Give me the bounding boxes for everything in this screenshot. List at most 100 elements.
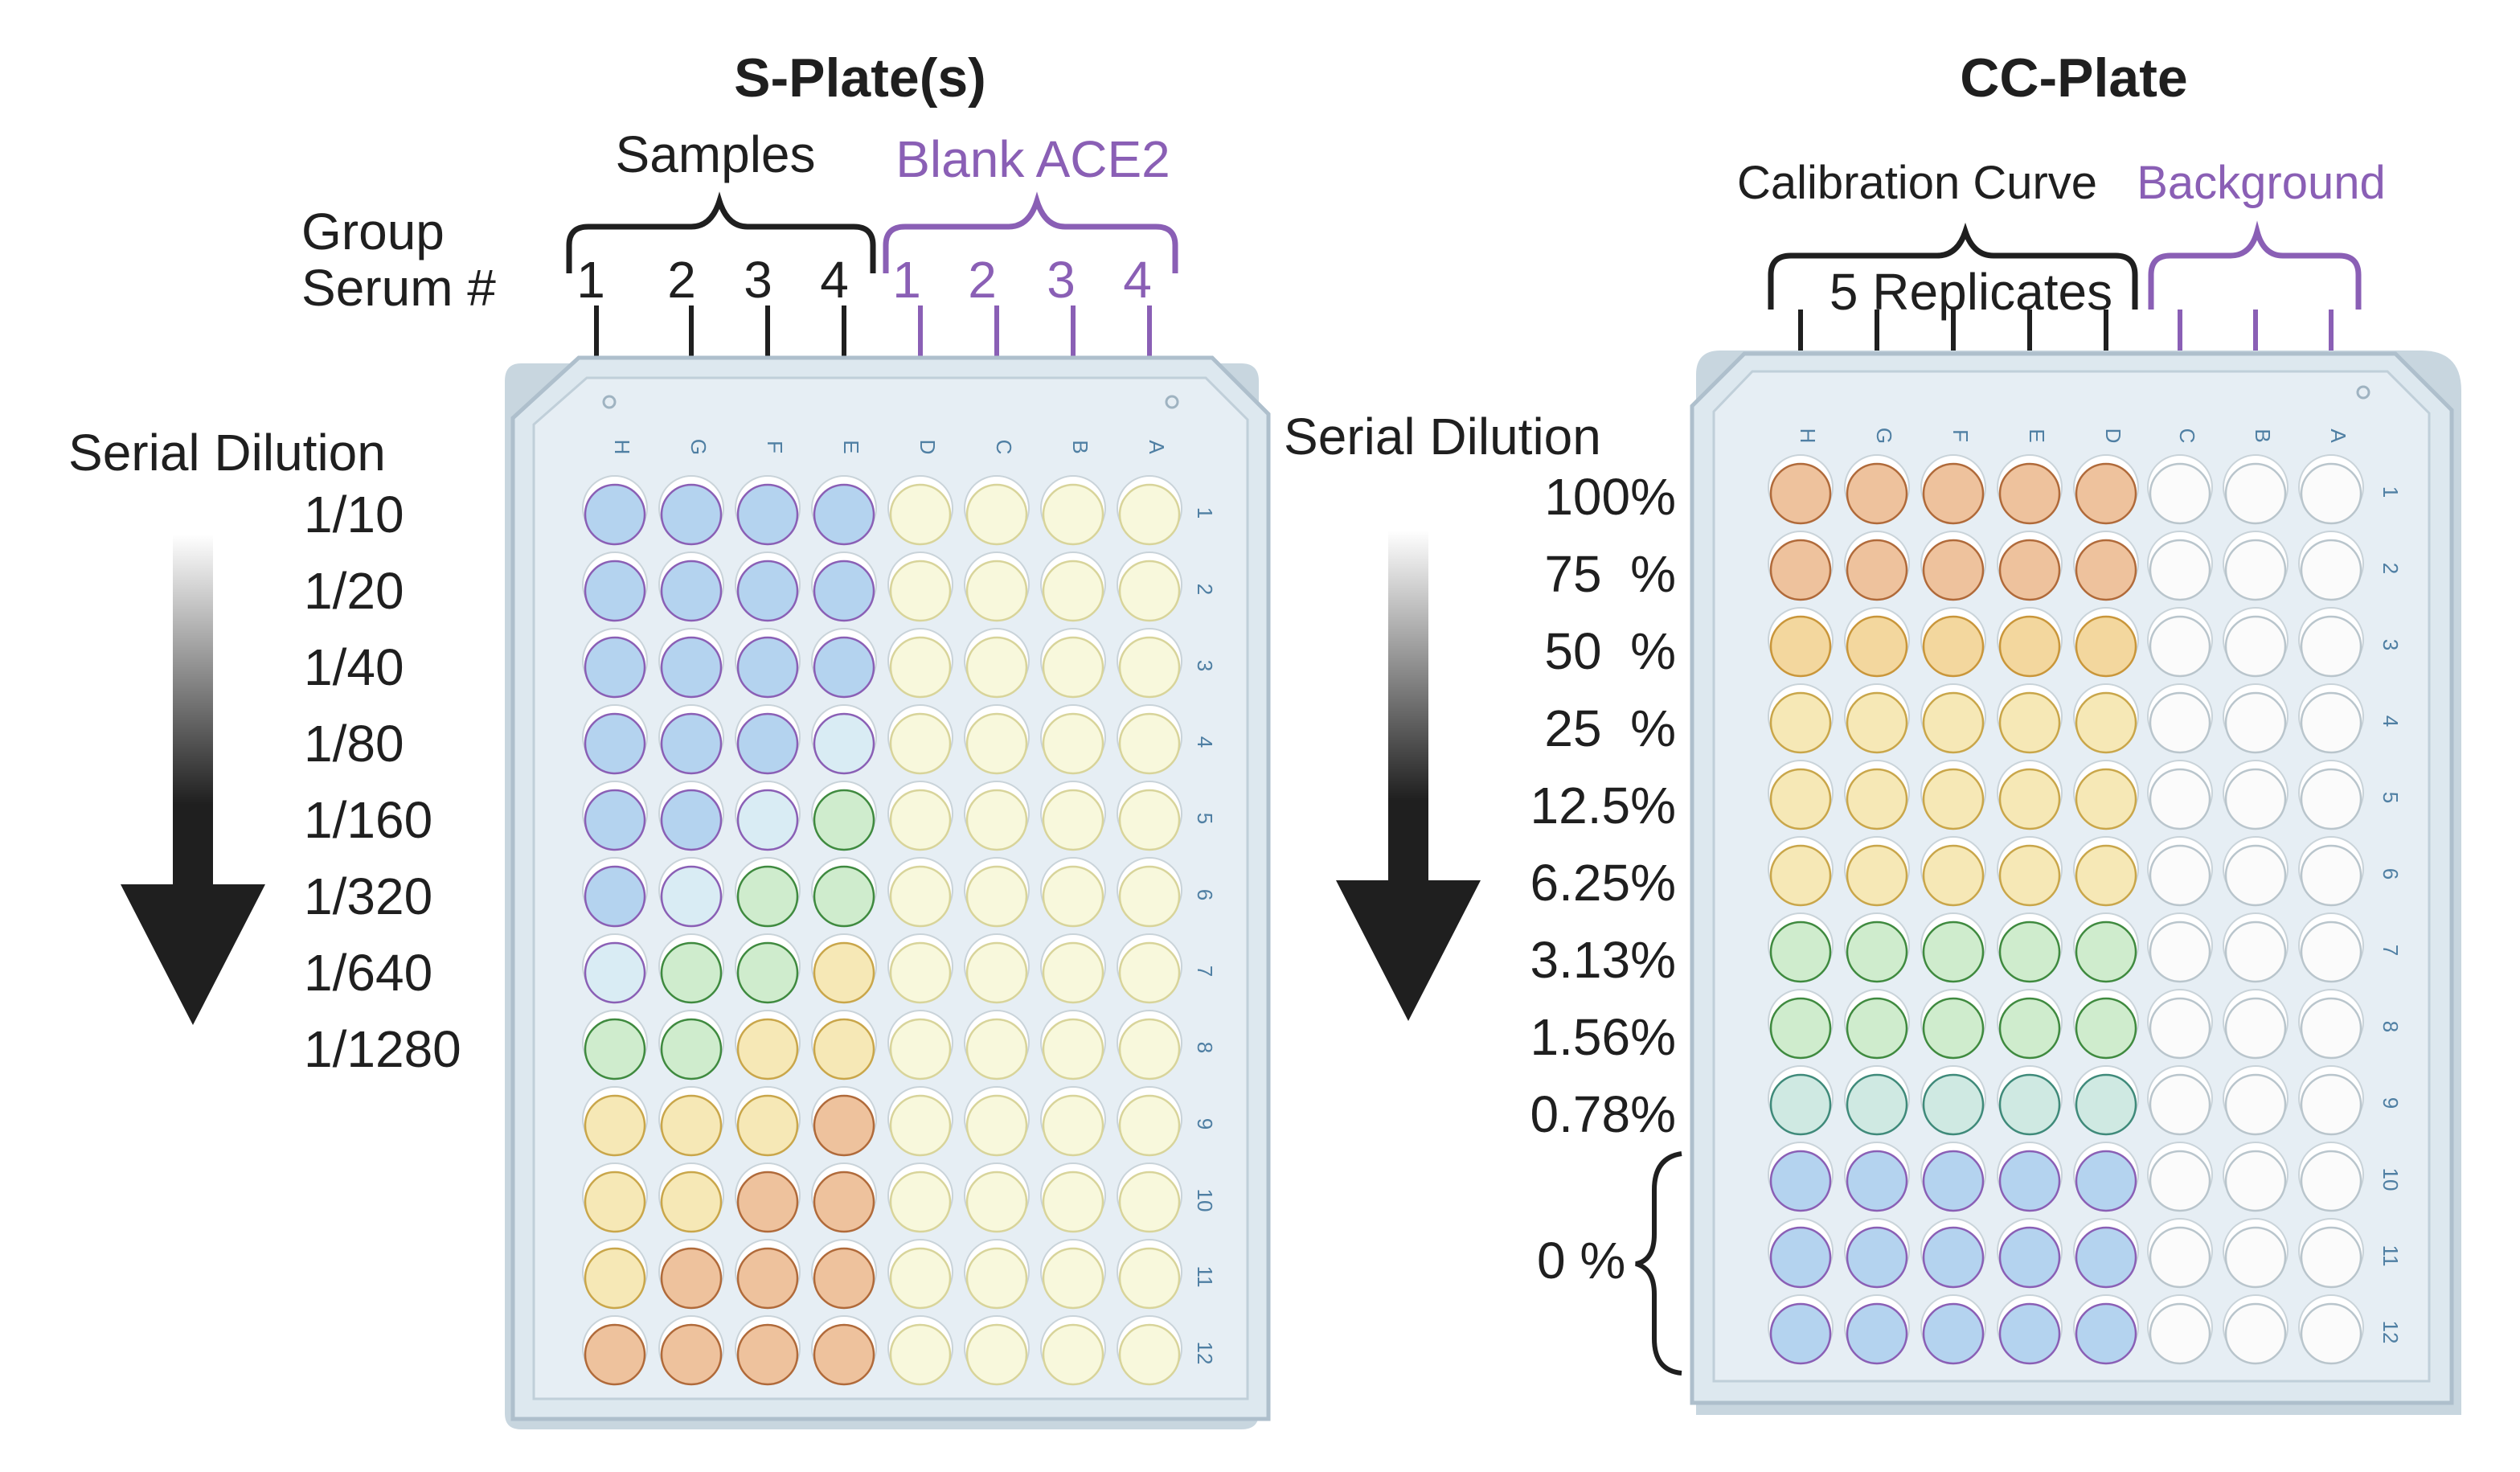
row-number: 5 — [1193, 813, 1217, 824]
well — [1846, 1073, 1908, 1136]
column-letter: B — [2251, 428, 2275, 442]
s-dilution-arrow — [121, 535, 265, 1025]
well — [965, 1247, 1028, 1310]
sample-number: 1 — [576, 251, 605, 309]
well — [2224, 615, 2287, 678]
well — [1846, 691, 1908, 754]
concentration-label: 6.25% — [1530, 854, 1676, 912]
well — [1042, 560, 1104, 622]
well — [2300, 997, 2362, 1060]
row-number: 10 — [1193, 1189, 1217, 1212]
blank-brace — [883, 191, 1178, 273]
well — [813, 1323, 875, 1386]
well — [2224, 768, 2287, 830]
well — [2149, 1073, 2211, 1136]
well — [1922, 768, 1985, 830]
well — [2224, 539, 2287, 601]
concentration-label: 50 % — [1544, 622, 1676, 680]
well — [1846, 1150, 1908, 1212]
well — [1118, 1247, 1181, 1310]
well — [813, 865, 875, 928]
blank-number: 2 — [968, 251, 997, 309]
row-number: 8 — [1193, 1042, 1217, 1053]
well — [660, 483, 723, 546]
well — [1922, 997, 1985, 1060]
well — [584, 941, 646, 1004]
well — [660, 1247, 723, 1310]
well — [1846, 921, 1908, 983]
well — [889, 712, 952, 775]
well — [2075, 844, 2137, 907]
well — [2300, 844, 2362, 907]
well — [1769, 768, 1832, 830]
well — [1922, 691, 1985, 754]
well — [813, 1171, 875, 1233]
well — [1846, 1302, 1908, 1365]
well — [1769, 462, 1832, 525]
s-plate-corner-mark — [602, 395, 617, 409]
well — [1922, 1302, 1985, 1365]
well — [1042, 483, 1104, 546]
s-plate-title: S-Plate(s) — [734, 47, 986, 109]
well — [2224, 844, 2287, 907]
concentration-label: 75 % — [1544, 545, 1676, 603]
well — [1998, 615, 2061, 678]
well — [1118, 560, 1181, 622]
well — [2300, 462, 2362, 525]
well — [1846, 997, 1908, 1060]
well — [1922, 921, 1985, 983]
well — [889, 483, 952, 546]
well — [1769, 921, 1832, 983]
replicates-label: 5 Replicates — [1830, 263, 2112, 321]
well — [1846, 768, 1908, 830]
well — [813, 1247, 875, 1310]
blank-ace2-label: Blank ACE2 — [895, 130, 1170, 188]
sample-number: 2 — [667, 251, 696, 309]
s-plate-section: S-Plate(s) Samples Blank ACE2 Group Seru… — [68, 47, 1271, 1429]
blank-number: 4 — [1123, 251, 1152, 309]
well — [965, 636, 1028, 699]
well — [1769, 1073, 1832, 1136]
well — [965, 941, 1028, 1004]
zero-percent-label: 0 % — [1537, 1232, 1625, 1290]
row-number: 2 — [1193, 584, 1217, 595]
well — [2149, 462, 2211, 525]
well — [584, 560, 646, 622]
well — [1998, 539, 2061, 601]
samples-brace — [566, 191, 876, 273]
row-number: 6 — [2379, 868, 2403, 880]
well — [584, 1018, 646, 1080]
well — [1922, 462, 1985, 525]
cc-dilution-arrow — [1336, 531, 1481, 1021]
well — [889, 1247, 952, 1310]
well — [2224, 462, 2287, 525]
well — [2075, 462, 2137, 525]
samples-label: Samples — [616, 125, 816, 183]
serum-number-label: Serum # — [301, 259, 496, 317]
well — [1042, 1018, 1104, 1080]
well — [1042, 1247, 1104, 1310]
well — [889, 865, 952, 928]
well — [1118, 1094, 1181, 1157]
well — [2300, 768, 2362, 830]
well — [889, 560, 952, 622]
well — [813, 941, 875, 1004]
column-letter: G — [1872, 428, 1896, 444]
row-number: 2 — [2379, 563, 2403, 574]
well — [1118, 636, 1181, 699]
well — [660, 1323, 723, 1386]
well — [1042, 789, 1104, 851]
well — [2224, 691, 2287, 754]
well — [1922, 539, 1985, 601]
replicates-brace — [1768, 222, 2138, 310]
well — [1998, 997, 2061, 1060]
well — [660, 865, 723, 928]
background-brace — [2148, 220, 2362, 310]
well — [965, 1018, 1028, 1080]
row-number: 11 — [1193, 1266, 1217, 1288]
row-number: 10 — [2379, 1168, 2403, 1191]
well — [1042, 865, 1104, 928]
